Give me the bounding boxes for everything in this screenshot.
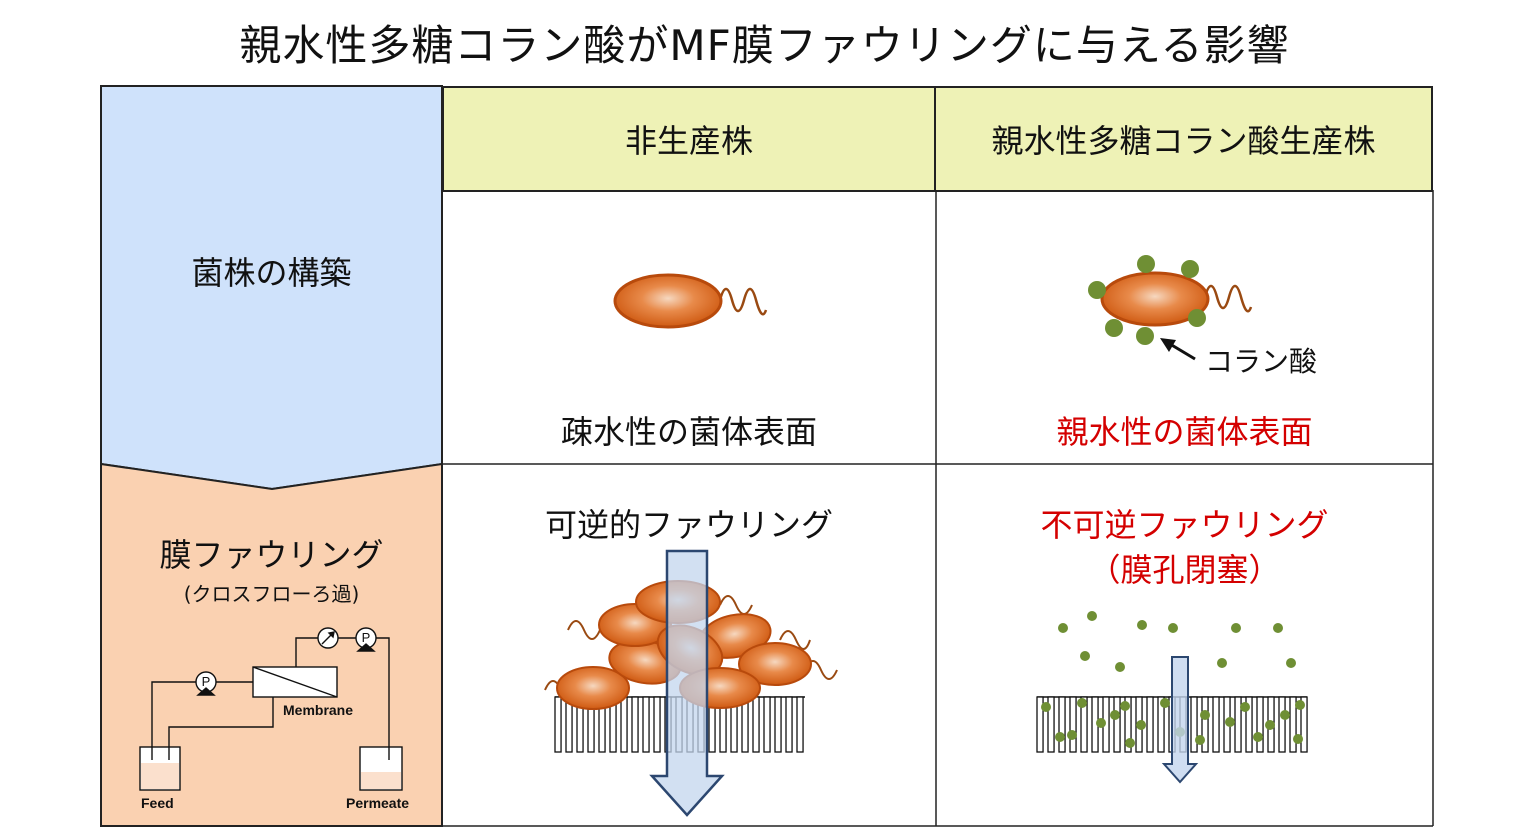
bacterium-hydrophobic-icon <box>613 273 768 329</box>
column-header-colanic-acid-producer: 親水性多糖コラン酸生産株 <box>934 86 1433 192</box>
membrane-pore <box>796 696 804 753</box>
bacterium-hydrophilic-icon <box>1088 255 1253 345</box>
membrane-pore <box>1190 696 1198 753</box>
pump-label-1: P <box>201 674 211 689</box>
membrane-pore <box>1058 696 1066 753</box>
pump-label-2: P <box>361 630 371 645</box>
membrane-pore <box>1278 696 1286 753</box>
membrane-pore <box>642 696 650 753</box>
permeate-label: Permeate <box>346 795 410 811</box>
caption-irreversible-fouling: 不可逆ファウリング <box>1040 506 1329 544</box>
colanic-acid-particle <box>1055 732 1065 742</box>
caption-pore-blocking: （膜孔閉塞） <box>1088 551 1281 589</box>
membrane-pore <box>763 696 771 753</box>
reduced-flux-arrow-icon <box>1161 656 1199 784</box>
crossflow-schematic-icon <box>139 627 403 791</box>
colanic-acid-particle <box>1077 698 1087 708</box>
caption-hydrophobic-surface: 疎水性の菌体表面 <box>560 413 817 451</box>
colanic-acid-particle <box>1125 738 1135 748</box>
colanic-acid-particle <box>1286 658 1296 668</box>
column-header-non-producer: 非生産株 <box>442 86 936 192</box>
colanic-acid-particle <box>1080 651 1090 661</box>
colanic-acid-particle <box>1280 710 1290 720</box>
row-label-strain-construction: 菌株の構築 <box>191 254 352 292</box>
membrane-pore <box>620 696 628 753</box>
colanic-acid-particle <box>1137 620 1147 630</box>
row-sublabel-crossflow: (クロスフローろ過) <box>183 582 360 606</box>
colanic-acid-particle <box>1240 702 1250 712</box>
colanic-acid-particle <box>1136 720 1146 730</box>
colanic-acid-particle <box>1200 710 1210 720</box>
colanic-acid-particle <box>1110 710 1120 720</box>
membrane-pore <box>653 696 661 753</box>
colanic-acid-particle <box>1253 732 1263 742</box>
membrane-pore <box>1080 696 1088 753</box>
colanic-acid-particle <box>1087 611 1097 621</box>
membrane-pore <box>785 696 793 753</box>
colanic-acid-particle <box>1217 658 1227 668</box>
colanic-acid-particle <box>1265 720 1275 730</box>
colanic-acid-pointer-icon <box>1160 338 1196 361</box>
membrane-label: Membrane <box>283 702 354 718</box>
membrane-pore <box>1234 696 1242 753</box>
feed-label: Feed <box>141 795 174 811</box>
colanic-acid-particle <box>1273 623 1283 633</box>
colanic-acid-particle <box>1120 701 1130 711</box>
caption-hydrophilic-surface: 親水性の菌体表面 <box>1056 413 1313 451</box>
membrane-pore <box>1069 696 1077 753</box>
colanic-acid-particle <box>1160 698 1170 708</box>
colanic-acid-particle <box>1058 623 1068 633</box>
page-title: 親水性多糖コラン酸がMF膜ファウリングに与える影響 <box>239 21 1290 70</box>
membrane-pore <box>1047 696 1055 753</box>
membrane-pore <box>1212 696 1220 753</box>
colanic-acid-particle <box>1295 700 1305 710</box>
membrane-pore <box>1201 696 1209 753</box>
membrane-pore <box>1036 696 1044 753</box>
membrane-pore <box>1157 696 1165 753</box>
colanic-acid-particle <box>1067 730 1077 740</box>
colanic-acid-particle <box>1225 717 1235 727</box>
membrane-pore <box>1256 696 1264 753</box>
membrane-pore <box>1245 696 1253 753</box>
colanic-acid-particle <box>1195 735 1205 745</box>
membrane-pore <box>1300 696 1308 753</box>
colanic-acid-particle <box>1096 718 1106 728</box>
row-label-membrane-fouling: 膜ファウリング <box>159 536 384 574</box>
colanic-acid-particles-icon <box>1041 611 1305 748</box>
membrane-pore <box>631 696 639 753</box>
membrane-pore <box>1113 696 1121 753</box>
membrane-pore <box>752 696 760 753</box>
colanic-acid-particle <box>1168 623 1178 633</box>
membrane-pore <box>1124 696 1132 753</box>
colanic-acid-particle <box>1041 702 1051 712</box>
annotation-colanic-acid: コラン酸 <box>1205 345 1318 378</box>
membrane-pore <box>554 696 562 753</box>
colanic-acid-particle <box>1231 623 1241 633</box>
membrane-pore <box>1146 696 1154 753</box>
colanic-acid-particle <box>1115 662 1125 672</box>
membrane-pore <box>774 696 782 753</box>
colanic-acid-particle <box>1293 734 1303 744</box>
permeate-flux-arrow-icon <box>649 549 725 817</box>
membrane-pore <box>1289 696 1297 753</box>
caption-reversible-fouling: 可逆的ファウリング <box>544 506 833 544</box>
